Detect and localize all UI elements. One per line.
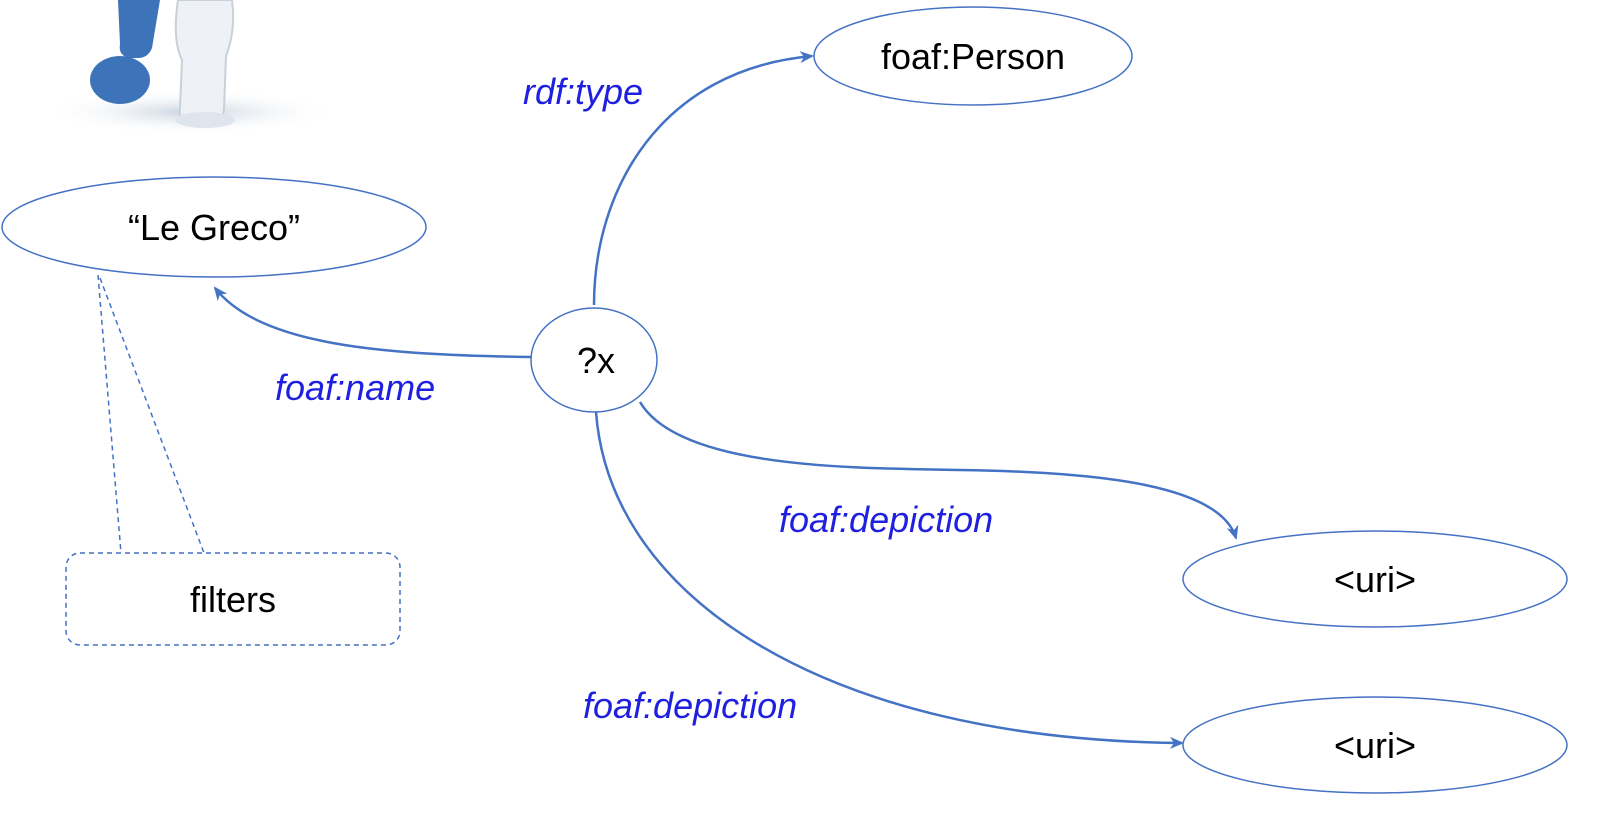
edge-foaf-depiction-1: [638, 401, 1239, 540]
edge-foaf-depiction-2: [594, 411, 1184, 749]
edge-label-foaf-depiction-2: foaf:depiction: [583, 685, 797, 726]
question-mark-figure-icon: [40, 0, 340, 134]
edges: [213, 51, 1239, 749]
node-name-value: “Le Greco”: [1, 176, 427, 278]
node-type-value-label: foaf:Person: [881, 36, 1065, 77]
node-type-value: foaf:Person: [813, 6, 1133, 106]
filters-label: filters: [190, 579, 276, 620]
filters-box: filters: [65, 552, 401, 646]
node-subject-label: ?x: [577, 340, 615, 381]
edge-label-foaf-depiction-1: foaf:depiction: [779, 499, 993, 540]
node-uri-2-label: <uri>: [1334, 725, 1416, 766]
edge-rdf-type: [592, 51, 814, 306]
edge-label-rdf-type: rdf:type: [523, 71, 643, 112]
filter-connectors: [97, 274, 205, 554]
node-uri-1: <uri>: [1182, 530, 1568, 628]
node-uri-1-label: <uri>: [1334, 559, 1416, 600]
edge-foaf-name: [213, 286, 533, 359]
node-uri-2: <uri>: [1182, 696, 1568, 794]
edge-label-foaf-name: foaf:name: [275, 367, 435, 408]
node-name-value-label: “Le Greco”: [128, 207, 300, 248]
node-subject: ?x: [530, 307, 658, 413]
